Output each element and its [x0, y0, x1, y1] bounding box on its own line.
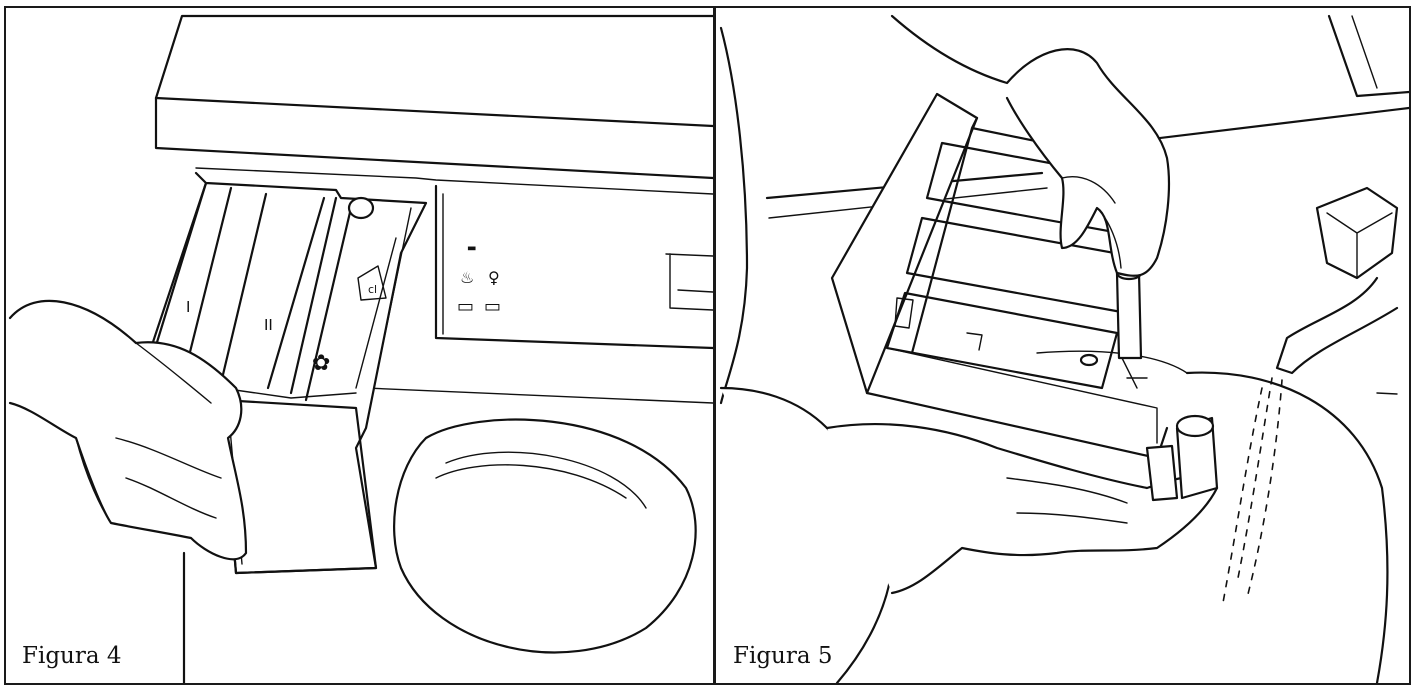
small-knob — [1079, 353, 1099, 367]
water-stream — [1236, 377, 1273, 584]
drawer-compartment-c — [885, 291, 1119, 390]
drawer-outer — [830, 92, 979, 395]
control-button-left: ▭ — [457, 296, 475, 317]
machine-top-front — [154, 96, 713, 180]
upper-hand-knuckle — [1096, 207, 1122, 269]
cleaning-cylinder-top — [1175, 414, 1215, 438]
water-stream-3 — [1221, 387, 1263, 609]
figure-5-drawing — [719, 14, 1409, 683]
machine-top-edge — [154, 96, 713, 128]
porthole-door — [393, 418, 697, 654]
hand-wrist — [75, 437, 112, 524]
drawer-compartment-4 — [355, 207, 412, 389]
siphon-tube — [1121, 357, 1148, 389]
control-button-right: ▭ — [484, 296, 502, 317]
cleaning-cylinder-2 — [1145, 444, 1179, 502]
softener-flower-icon: ✿ — [312, 351, 331, 376]
drawer-tab — [894, 297, 914, 329]
figure-5-panel: Figura 5 — [717, 8, 1409, 683]
figure-4-drawing — [8, 14, 713, 683]
bleach-compartment-mark — [357, 265, 387, 301]
hand-finger-1 — [135, 342, 212, 404]
softener-siphon — [347, 196, 375, 220]
upper-hand-finger — [1061, 176, 1116, 204]
right-panel-button — [665, 253, 713, 311]
porthole-door-shade — [435, 464, 627, 499]
control-panel-window — [434, 184, 713, 350]
figure-5-caption: Figura 5 — [729, 643, 837, 669]
faucet-head-face — [1326, 212, 1393, 279]
drawer-compartment-b — [905, 216, 1144, 315]
drawer-tab-2 — [966, 332, 983, 351]
drawer-mark-wash: II — [264, 316, 273, 334]
spin-icon: ♀ — [488, 268, 500, 287]
water-stream-2 — [1246, 379, 1283, 599]
machine-front-line — [365, 387, 713, 404]
control-panel — [195, 167, 713, 195]
cabinet-right-2 — [1351, 15, 1378, 89]
cabinet-right — [1327, 14, 1409, 98]
figure-4-caption: Figura 4 — [18, 643, 126, 669]
temperature-icon: ♨ — [460, 268, 475, 287]
panel-divider — [713, 8, 716, 683]
sink-dash — [1376, 392, 1398, 395]
porthole-door-rim — [445, 451, 647, 509]
machine-top-surface — [154, 14, 713, 100]
drawer-inner-floor — [886, 347, 1158, 444]
lower-hand-finger-1 — [1006, 477, 1128, 504]
faucet-neck — [1275, 276, 1399, 375]
drawer-compartment-2 — [219, 192, 326, 390]
siphon-cap — [1115, 271, 1143, 360]
lower-hand-finger-2 — [1016, 512, 1128, 524]
hand-finger-3 — [125, 477, 217, 519]
indicator-light-icon: ▬ — [467, 243, 477, 254]
hand-finger-2 — [115, 437, 222, 479]
figure-4-panel: I II cl ✿ ▬ ♨ ♀ ▭ ▭ Figura 4 — [6, 8, 713, 683]
drawer-mark-prewash: I — [186, 298, 191, 316]
lower-hand — [825, 422, 1219, 595]
drawer-mark-bleach: cl — [368, 283, 378, 296]
drawer-compartment-3 — [289, 196, 353, 402]
sink-basin — [1185, 371, 1389, 683]
upper-hand — [890, 14, 1171, 277]
left-arm-sleeve — [719, 26, 749, 405]
hand — [8, 299, 248, 561]
illustration-frame: I II cl ✿ ▬ ♨ ♀ ▭ ▭ Figura 4 — [4, 6, 1411, 685]
